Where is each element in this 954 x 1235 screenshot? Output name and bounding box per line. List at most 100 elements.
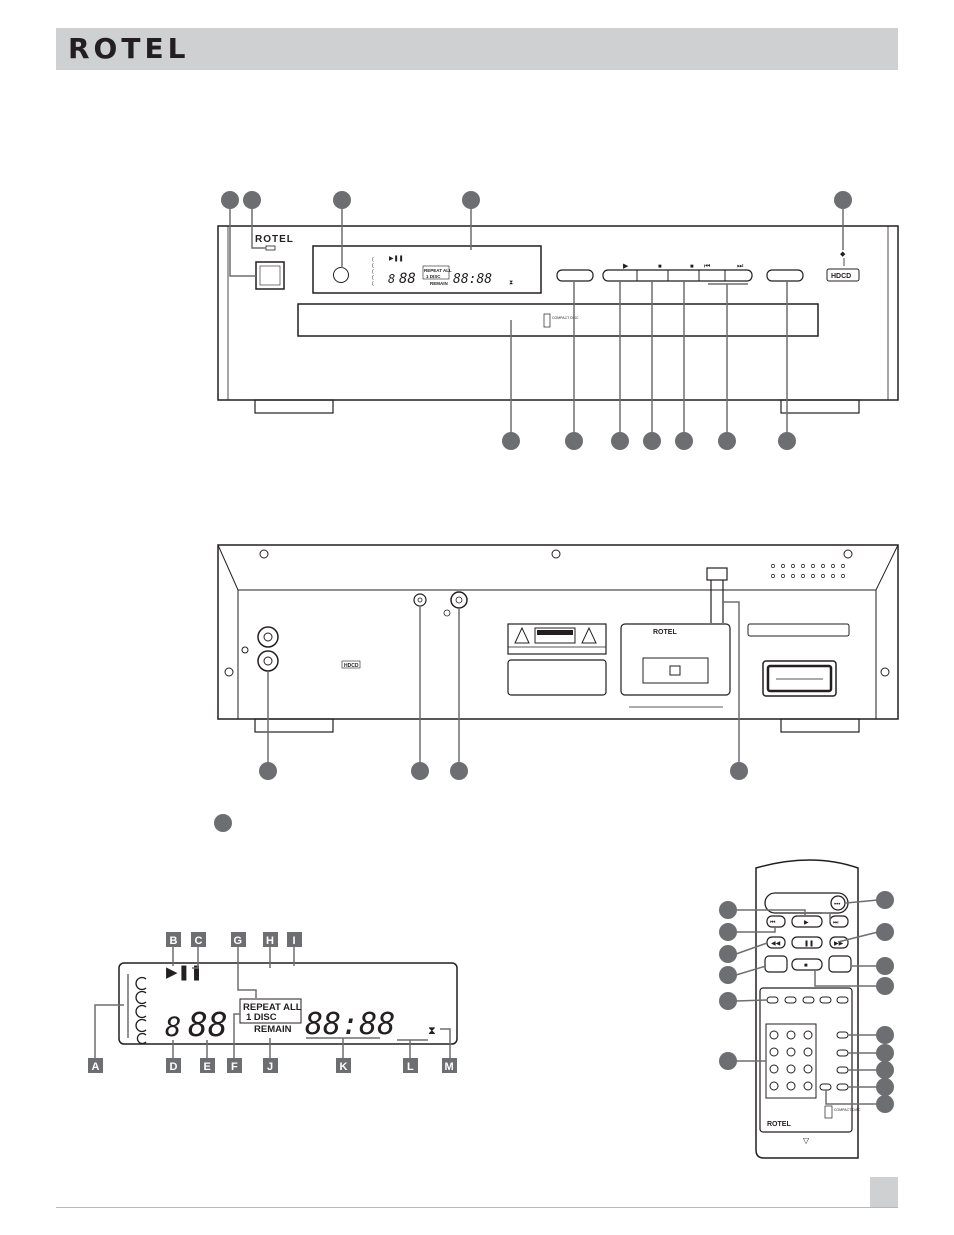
play-icon: ▶: [623, 263, 629, 270]
callout-front-5: [834, 191, 852, 209]
front-panel: ROTEL ▶❚❚ ( ( ( ( ( 8 88 REPEAT ALL 1 DI…: [217, 191, 899, 450]
remote-play-button[interactable]: [791, 915, 823, 928]
svg-text:(: (: [372, 269, 374, 275]
svg-text:(: (: [372, 281, 374, 287]
open-close-button[interactable]: [556, 269, 594, 282]
analog-output-right-jack: [257, 650, 279, 672]
callout-front-7: [565, 432, 583, 450]
display-letter-labels: B C G H I A D E F J K L M: [88, 932, 457, 1073]
front-time-digits: 88:88: [453, 272, 492, 287]
disc-digit: 8: [165, 1012, 181, 1043]
track-digits: 88: [188, 1005, 228, 1044]
callout-remote-14: [876, 1078, 894, 1096]
rear-label-brand: ROTEL: [653, 629, 677, 636]
analog-output-left-jack: [257, 626, 279, 648]
label-c: C: [195, 935, 203, 947]
callout-front-9: [643, 432, 661, 450]
svg-text:•••: •••: [834, 902, 840, 908]
callout-remote-1: [876, 891, 894, 909]
svg-text:⧗: ⧗: [509, 280, 513, 286]
front-disc-digit: 8: [388, 272, 395, 286]
label-m: M: [445, 1061, 454, 1073]
remote-stop-button[interactable]: [791, 958, 823, 971]
callout-rear-3: [450, 762, 468, 780]
remote-prev-button[interactable]: [766, 915, 786, 928]
callout-remote-10: [876, 977, 894, 995]
remote-prev-icon: ⏮: [770, 920, 776, 926]
callout-front-4: [462, 191, 480, 209]
svg-text:▽: ▽: [803, 1136, 810, 1145]
callout-front-11: [718, 432, 736, 450]
remote-left-button[interactable]: [764, 955, 788, 973]
front-one-disc: 1 DISC: [426, 274, 441, 279]
callout-front-12: [778, 432, 796, 450]
callout-front-8: [611, 432, 629, 450]
remote-control: ••• ⏮ ▶ ⏭ ◀◀ ❚❚ ▶▶ ■: [719, 859, 894, 1159]
callout-remote-11: [876, 1026, 894, 1044]
remote-next-icon: ⏭: [833, 920, 839, 926]
callout-rear-1: [259, 762, 277, 780]
label-e: E: [204, 1061, 211, 1073]
callout-standalone: [214, 814, 232, 832]
callout-front-6: [502, 432, 520, 450]
front-logo: ROTEL: [255, 234, 294, 245]
footer-rule: [56, 1207, 898, 1208]
label-l: L: [407, 1061, 414, 1073]
callout-remote-3: [719, 923, 737, 941]
label-a: A: [92, 1061, 100, 1073]
callout-front-1: [221, 191, 239, 209]
rear-label-box: [620, 623, 731, 696]
remote-stop-icon: ■: [804, 963, 808, 969]
header-bar: ROTEL: [56, 28, 898, 70]
pause-icon: ■: [658, 264, 662, 270]
hdcd-indicator-button[interactable]: [766, 269, 804, 282]
callout-front-10: [675, 432, 693, 450]
hdcd-indicator-icon: ⧗: [428, 1025, 436, 1037]
optical-output-jack: [413, 593, 427, 607]
time-digits: 88:88: [305, 1007, 395, 1042]
remote-power-button[interactable]: [830, 895, 846, 911]
hdcd-led-icon: ◆: [840, 251, 846, 258]
front-play-pause-icon: ▶❚❚: [389, 255, 404, 262]
callout-remote-6: [719, 992, 737, 1010]
remote-cd-logo: COMPACT DISC: [834, 1108, 861, 1112]
remote-pause-button[interactable]: [791, 936, 823, 949]
callout-remote-2: [719, 901, 737, 919]
label-d: D: [170, 1061, 178, 1073]
front-track-digits: 88: [399, 271, 416, 287]
disc-tray[interactable]: [297, 303, 819, 337]
info-label: [507, 659, 607, 696]
remote-brand: ROTEL: [767, 1121, 791, 1128]
front-display-window: [312, 245, 542, 294]
front-foot-left: [254, 399, 334, 414]
callout-remote-13: [876, 1061, 894, 1079]
repeat-all-indicator: REPEAT ALL: [243, 1002, 302, 1013]
rear-panel: HDCD ROTEL: [214, 544, 899, 832]
callout-rear-2: [411, 762, 429, 780]
remote-rewind-icon: ◀◀: [771, 941, 781, 947]
rear-foot-left: [254, 718, 334, 733]
display-detail: ▶❚❚ 8 88 REPEAT ALL 1 DISC REMAIN 88:88 …: [88, 932, 458, 1073]
front-hdcd-badge: HDCD: [831, 273, 851, 280]
label-k: K: [340, 1061, 348, 1073]
vent-holes: [771, 564, 845, 578]
callout-remote-15: [876, 1095, 894, 1113]
remote-rewind-button[interactable]: [766, 936, 786, 949]
callout-remote-5: [719, 966, 737, 984]
transport-button-bar: [602, 269, 753, 282]
remote-pause-icon: ❚❚: [804, 940, 814, 947]
rear-hdcd-badge: HDCD: [344, 663, 359, 669]
remote-forward-button[interactable]: [829, 936, 849, 949]
previous-track-icon: ⏮: [704, 263, 710, 270]
label-g: G: [234, 935, 243, 947]
remote-right-button[interactable]: [828, 955, 852, 973]
svg-text:(: (: [372, 263, 374, 269]
coaxial-output-jack: [450, 591, 468, 609]
play-pause-indicator-icon: ▶❚❚: [166, 964, 203, 981]
callout-remote-7: [719, 1052, 737, 1070]
remote-play-icon: ▶: [804, 920, 809, 926]
remote-sensor: [333, 267, 349, 283]
next-track-icon: ⏭: [737, 263, 744, 270]
brand-logo: ROTEL: [68, 32, 190, 65]
page-number-box: [870, 1177, 898, 1207]
